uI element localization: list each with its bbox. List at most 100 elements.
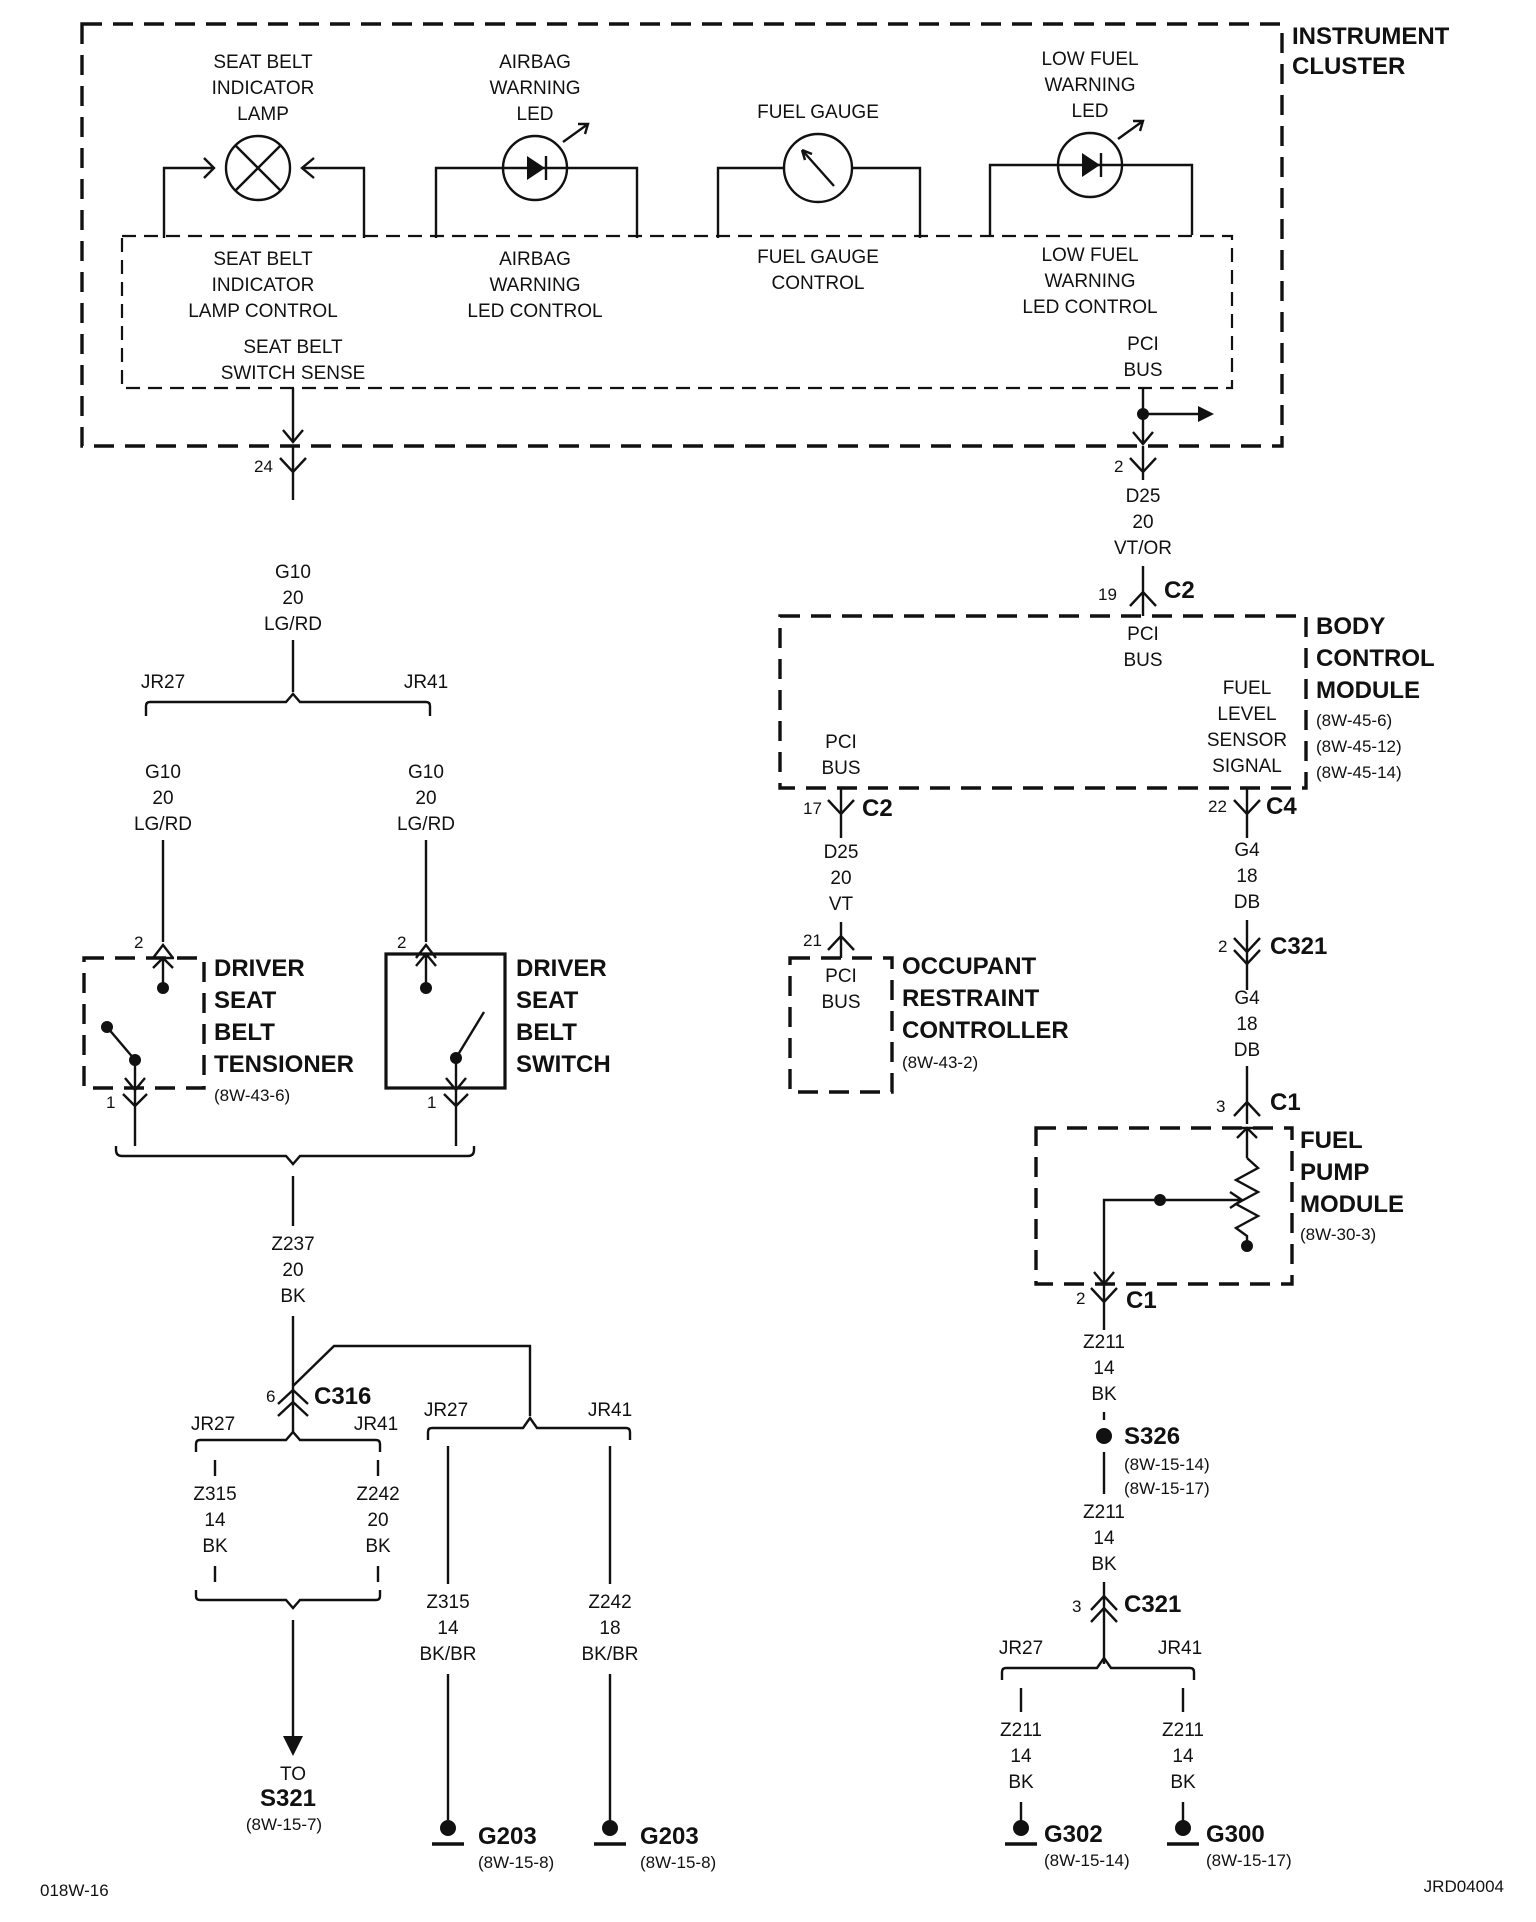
label-line: 20 [415, 788, 436, 809]
label-line: G4 [1234, 840, 1260, 861]
tensioner-outline [82, 956, 206, 1090]
label-line: FUEL GAUGE [757, 102, 879, 123]
label-line: BK [1008, 1772, 1034, 1793]
g302-name: G302 [1044, 1821, 1103, 1848]
tensioner-ref: (8W-43-6) [214, 1086, 290, 1105]
label-line: Z242 [356, 1484, 399, 1505]
switch-outline [384, 952, 507, 1090]
label-line: 18 [1236, 1014, 1257, 1035]
fpm-ref: (8W-30-3) [1300, 1225, 1376, 1244]
label-line: SIGNAL [1212, 756, 1282, 777]
label-line: LAMP CONTROL [188, 301, 338, 322]
label-line: BK/BR [581, 1644, 638, 1665]
label-line: 18 [1236, 866, 1257, 887]
label-line: (8W-45-14) [1316, 763, 1402, 782]
label-line: LOW FUEL [1041, 245, 1138, 266]
variant-jr27-label: JR27 [141, 672, 185, 693]
label-line: LG/RD [264, 614, 322, 635]
cluster-pin-2: 2 [1114, 457, 1123, 476]
switch-pin-2: 2 [397, 933, 406, 952]
label-line: LG/RD [397, 814, 455, 835]
label-line: BUS [1123, 650, 1162, 671]
variant-jr27-label: JR27 [999, 1638, 1043, 1659]
label-line: WARNING [489, 78, 580, 99]
label-line: BUS [821, 992, 860, 1013]
label-line: PCI [1127, 334, 1159, 355]
label-line: D25 [824, 842, 859, 863]
label-line: BELT [516, 1019, 577, 1046]
label-line: SEAT BELT [213, 249, 313, 270]
bcm-c2-left-name: C2 [862, 795, 893, 822]
label-line: 18 [599, 1618, 620, 1639]
label-line: SEAT BELT [243, 337, 343, 358]
variant-jr41-label: JR41 [354, 1414, 398, 1435]
s326-refs: (8W-15-14)(8W-15-17) [1124, 1455, 1210, 1498]
label-line: Z315 [193, 1484, 236, 1505]
bcm-c2-top-name: C2 [1164, 577, 1195, 604]
c321-upper-pin: 2 [1218, 937, 1227, 956]
g203-a-ref: (8W-15-8) [478, 1853, 554, 1872]
g203-b-name: G203 [640, 1823, 699, 1850]
label-line: 20 [282, 588, 303, 609]
label-line: LEVEL [1217, 704, 1276, 725]
label-line: BODY [1316, 613, 1385, 640]
label-line: DB [1234, 1040, 1260, 1061]
label-line: SWITCH [516, 1051, 611, 1078]
label-line: PCI [825, 732, 857, 753]
label-line: CONTROL [772, 273, 865, 294]
label-line: INDICATOR [212, 275, 315, 296]
label-line: Z237 [271, 1234, 314, 1255]
label-line: BK [1170, 1772, 1196, 1793]
label-line: G10 [275, 562, 311, 583]
label-line: (8W-15-14) [1124, 1455, 1210, 1474]
label-line: (8W-45-12) [1316, 737, 1402, 756]
bcm-refs: (8W-45-6)(8W-45-12)(8W-45-14) [1316, 711, 1402, 782]
seat-belt-lamp-control-label: SEAT BELT INDICATOR LAMP CONTROL [188, 249, 338, 322]
fpm-outline [1034, 1126, 1294, 1286]
label-line: DRIVER [214, 955, 305, 982]
label-line: FUEL [1300, 1127, 1363, 1154]
fuel-gauge: FUEL GAUGE [716, 102, 922, 238]
tensioner-pin-2: 2 [134, 933, 143, 952]
label-line: SENSOR [1207, 730, 1287, 751]
c321-lower-name: C321 [1124, 1591, 1181, 1618]
label-line: LED CONTROL [467, 301, 602, 322]
label-line: PUMP [1300, 1159, 1369, 1186]
fuel-gauge-label: FUEL GAUGE [757, 102, 879, 123]
label-line: BK/BR [419, 1644, 476, 1665]
to-s321-ref: (8W-15-7) [246, 1815, 322, 1834]
label-line: D25 [1126, 486, 1161, 507]
label-line: INDICATOR [212, 78, 315, 99]
label-line: 20 [282, 1260, 303, 1281]
bcm-c4-name: C4 [1266, 793, 1297, 820]
label-line: Z242 [588, 1592, 631, 1613]
instrument-cluster-control-outline [120, 234, 1234, 390]
label-line: RESTRAINT [902, 985, 1040, 1012]
label-line: AIRBAG [499, 249, 571, 270]
label-line: BK [280, 1286, 306, 1307]
label-line: DB [1234, 892, 1260, 913]
label-line: CLUSTER [1292, 53, 1405, 80]
to-s321-to: TO [280, 1764, 306, 1785]
label-line: Z211 [1162, 1720, 1204, 1741]
